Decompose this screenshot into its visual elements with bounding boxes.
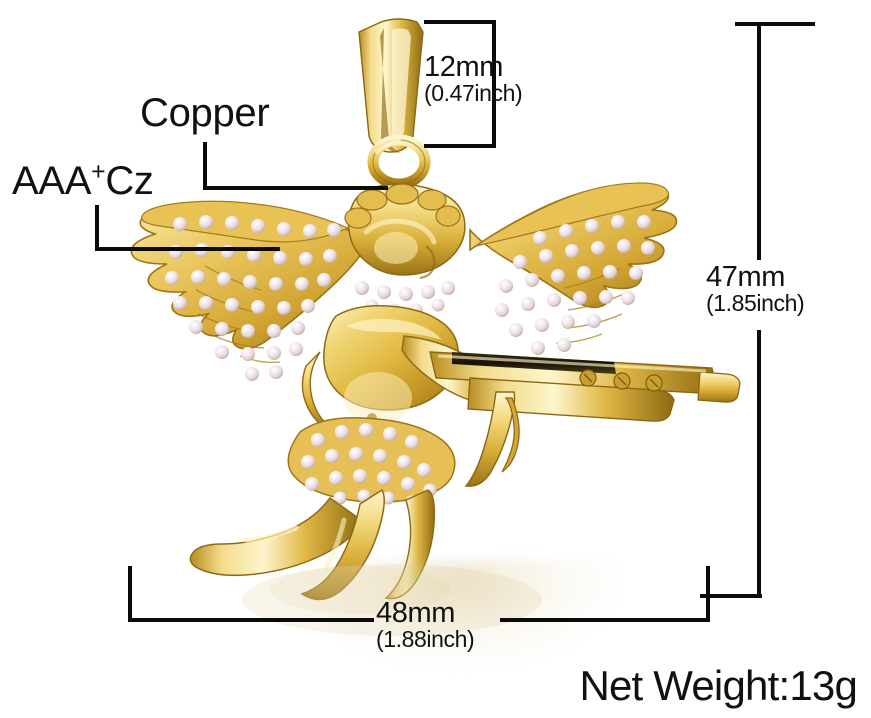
cherub-legs <box>189 488 436 601</box>
cz-leader-horizontal <box>95 247 280 251</box>
height-bottom-tick <box>700 594 762 598</box>
copper-leader-horizontal <box>203 186 388 190</box>
cz-suffix-text: Cz <box>105 159 154 203</box>
cz-prefix-text: AAA <box>12 159 92 203</box>
left-wing-stones-top <box>173 215 341 238</box>
left-wing <box>130 200 370 381</box>
bail-bracket-top <box>424 20 496 24</box>
height-mm-value: 47mm <box>706 261 785 293</box>
height-line-upper <box>757 22 761 260</box>
dimension-label-width: 48mm (1.88inch) <box>376 597 475 653</box>
dimension-label-height: 47mm (1.85inch) <box>706 261 805 317</box>
material-label-cz: AAA+Cz <box>12 160 154 202</box>
height-inch-value: (1.85inch) <box>706 290 805 317</box>
cz-superscript-plus: + <box>91 158 106 186</box>
width-mm-value: 48mm <box>376 597 455 629</box>
right-wing-stones <box>495 215 655 355</box>
cherub-head <box>344 183 466 317</box>
rifle <box>429 351 741 487</box>
width-left-tick <box>128 566 132 622</box>
copper-leader-vertical <box>203 142 207 190</box>
bail-mm-value: 12mm <box>424 51 503 83</box>
width-line-right <box>500 618 710 622</box>
right-wing <box>469 182 678 355</box>
bail-bracket-bottom <box>424 144 496 148</box>
dimension-label-bail: 12mm (0.47inch) <box>424 51 523 107</box>
left-wing-stones-field <box>165 243 337 381</box>
material-label-copper: Copper <box>140 91 270 135</box>
copper-text: Copper <box>140 91 270 135</box>
width-line-left <box>128 618 374 622</box>
pendant-reflection <box>300 560 620 670</box>
pendant-bail <box>358 18 431 190</box>
width-right-tick <box>706 566 710 622</box>
width-inch-value: (1.88inch) <box>376 626 475 653</box>
height-line-lower <box>757 330 761 598</box>
net-weight-label: Net Weight:13g <box>579 662 857 709</box>
cz-leader-vertical <box>95 205 99 251</box>
height-top-tick <box>735 22 815 26</box>
bail-bracket-right <box>492 20 496 148</box>
bail-inch-value: (0.47inch) <box>424 80 523 107</box>
